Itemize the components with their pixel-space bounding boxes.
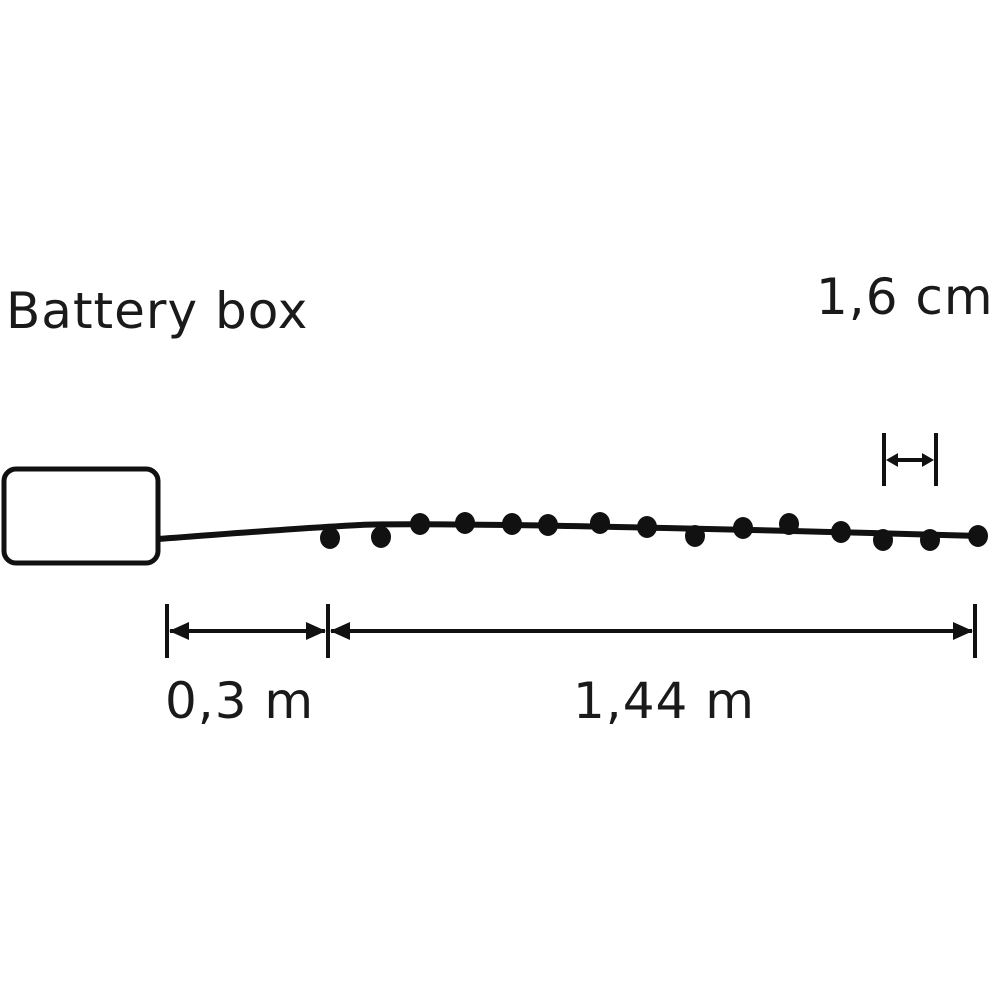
lead-length-label: 0,3 m	[165, 672, 315, 730]
led-bulb	[320, 527, 340, 549]
led-group	[320, 512, 988, 551]
battery-box-shape	[1, 466, 161, 566]
led-spacing-label: 1,6 cm	[816, 268, 994, 326]
led-bulb	[920, 529, 940, 551]
battery-box-label: Battery box	[6, 282, 309, 340]
led-bulb	[968, 525, 988, 547]
led-bulb	[538, 514, 558, 536]
led-bulb	[410, 513, 430, 535]
led-bulb	[637, 516, 657, 538]
led-bulb	[873, 529, 893, 551]
led-bulb	[371, 526, 391, 548]
led-bulb	[590, 512, 610, 534]
led-bulb	[685, 525, 705, 547]
led-bulb	[779, 513, 799, 535]
led-bulb	[831, 521, 851, 543]
led-bulb	[455, 512, 475, 534]
led-bulb	[502, 513, 522, 535]
length-dimensions	[165, 604, 977, 658]
led-spacing-dimension	[882, 433, 938, 486]
led-bulb	[733, 517, 753, 539]
lit-length-label: 1,44 m	[573, 672, 755, 730]
wire	[157, 521, 981, 542]
